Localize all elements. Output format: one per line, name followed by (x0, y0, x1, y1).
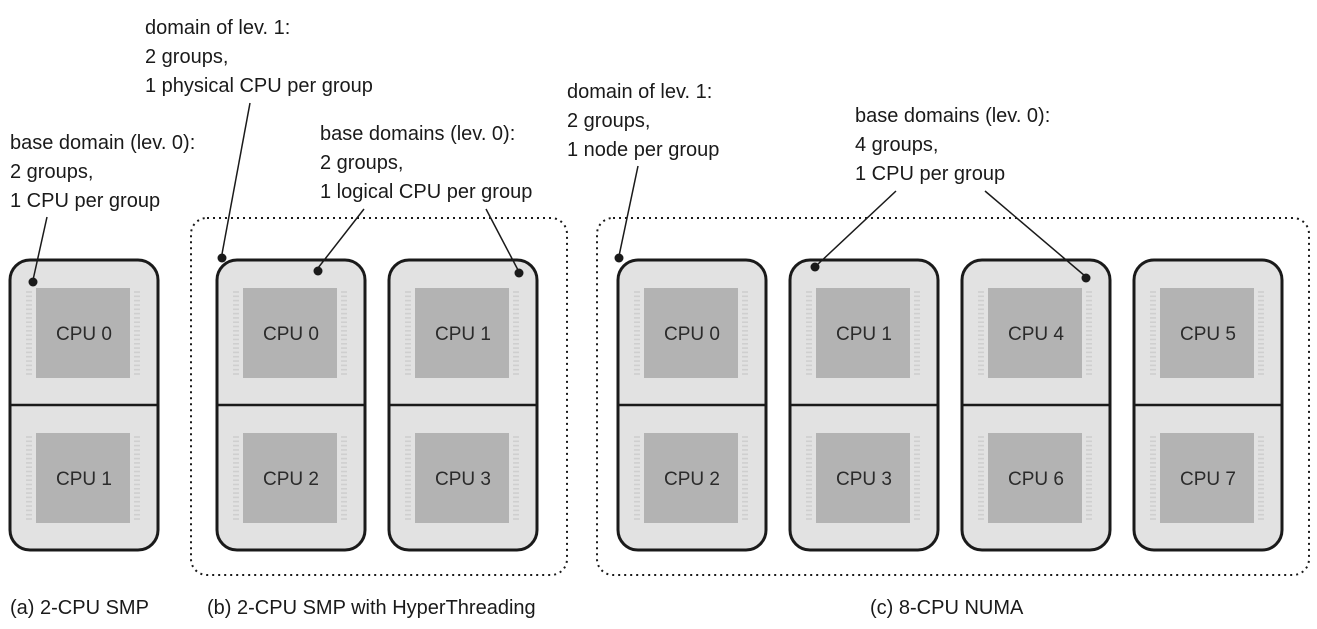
cpu-chip: CPU 1 (405, 288, 519, 378)
cpu-chip: CPU 7 (1150, 433, 1264, 523)
cpu-chip: CPU 1 (806, 288, 920, 378)
cpu-chip: CPU 4 (978, 288, 1092, 378)
cpu-chip: CPU 0 (26, 288, 140, 378)
cpu-chip: CPU 2 (233, 433, 347, 523)
pointer-a-base (28, 216, 48, 287)
annotation-line: 4 groups, (855, 134, 938, 156)
cpu-board-b2: CPU 1 CPU 3 (387, 258, 539, 552)
pointer-b-domain1 (217, 102, 251, 263)
pointer-c-base (810, 190, 1091, 283)
cpu-label: CPU 5 (1180, 324, 1236, 345)
cpu-chip: CPU 6 (978, 433, 1092, 523)
cpu-label: CPU 0 (56, 324, 112, 345)
cpu-label: CPU 2 (664, 469, 720, 490)
cpu-chip: CPU 0 (634, 288, 748, 378)
annotation-line: 2 groups, (10, 161, 93, 183)
cpu-label: CPU 6 (1008, 469, 1064, 490)
annotation-line: 2 groups, (567, 110, 650, 132)
caption-b: (b) 2-CPU SMP with HyperThreading (207, 597, 536, 619)
cpu-chip: CPU 0 (233, 288, 347, 378)
cpu-board-c3: CPU 4 CPU 6 (960, 258, 1112, 552)
annotation-line: domain of lev. 1: (567, 81, 712, 103)
pointer-b-base (313, 208, 524, 278)
cpu-label: CPU 0 (263, 324, 319, 345)
caption-c: (c) 8-CPU NUMA (870, 597, 1024, 619)
cpu-board-c1: CPU 0 CPU 2 (616, 258, 768, 552)
cpu-label: CPU 1 (435, 324, 491, 345)
annotation-c-domain1: domain of lev. 1: 2 groups, 1 node per g… (567, 81, 719, 161)
annotation-line: 2 groups, (145, 46, 228, 68)
annotation-line: 2 groups, (320, 152, 403, 174)
annotation-b-base: base domains (lev. 0): 2 groups, 1 logic… (320, 123, 532, 203)
annotation-line: base domains (lev. 0): (855, 105, 1050, 127)
cpu-chip: CPU 3 (405, 433, 519, 523)
annotation-line: 1 CPU per group (10, 190, 160, 212)
annotation-line: base domains (lev. 0): (320, 123, 515, 145)
cpu-board-a: CPU 0 CPU 1 (8, 258, 160, 552)
annotation-a-base: base domain (lev. 0): 2 groups, 1 CPU pe… (10, 132, 201, 212)
cpu-label: CPU 3 (435, 469, 491, 490)
annotation-line: 1 physical CPU per group (145, 75, 373, 97)
annotation-line: base domain (lev. 0): (10, 132, 195, 154)
cpu-label: CPU 3 (836, 469, 892, 490)
cpu-label: CPU 1 (56, 469, 112, 490)
cpu-label: CPU 2 (263, 469, 319, 490)
cpu-board-c2: CPU 1 CPU 3 (788, 258, 940, 552)
annotation-b-domain1: domain of lev. 1: 2 groups, 1 physical C… (145, 17, 373, 97)
cpu-chip: CPU 3 (806, 433, 920, 523)
cpu-label: CPU 7 (1180, 469, 1236, 490)
cpu-label: CPU 4 (1008, 324, 1064, 345)
annotation-line: 1 CPU per group (855, 163, 1005, 185)
cpu-board-c4: CPU 5 CPU 7 (1132, 258, 1284, 552)
annotation-line: domain of lev. 1: (145, 17, 290, 39)
cpu-chip: CPU 5 (1150, 288, 1264, 378)
cpu-chip: CPU 2 (634, 433, 748, 523)
cpu-label: CPU 0 (664, 324, 720, 345)
annotation-line: 1 node per group (567, 139, 719, 161)
annotation-c-base: base domains (lev. 0): 4 groups, 1 CPU p… (855, 105, 1056, 185)
pointer-c-domain1 (614, 165, 639, 263)
caption-a: (a) 2-CPU SMP (10, 597, 149, 619)
cpu-label: CPU 1 (836, 324, 892, 345)
cpu-chip: CPU 1 (26, 433, 140, 523)
annotation-line: 1 logical CPU per group (320, 181, 532, 203)
cpu-board-b1: CPU 0 CPU 2 (215, 258, 367, 552)
